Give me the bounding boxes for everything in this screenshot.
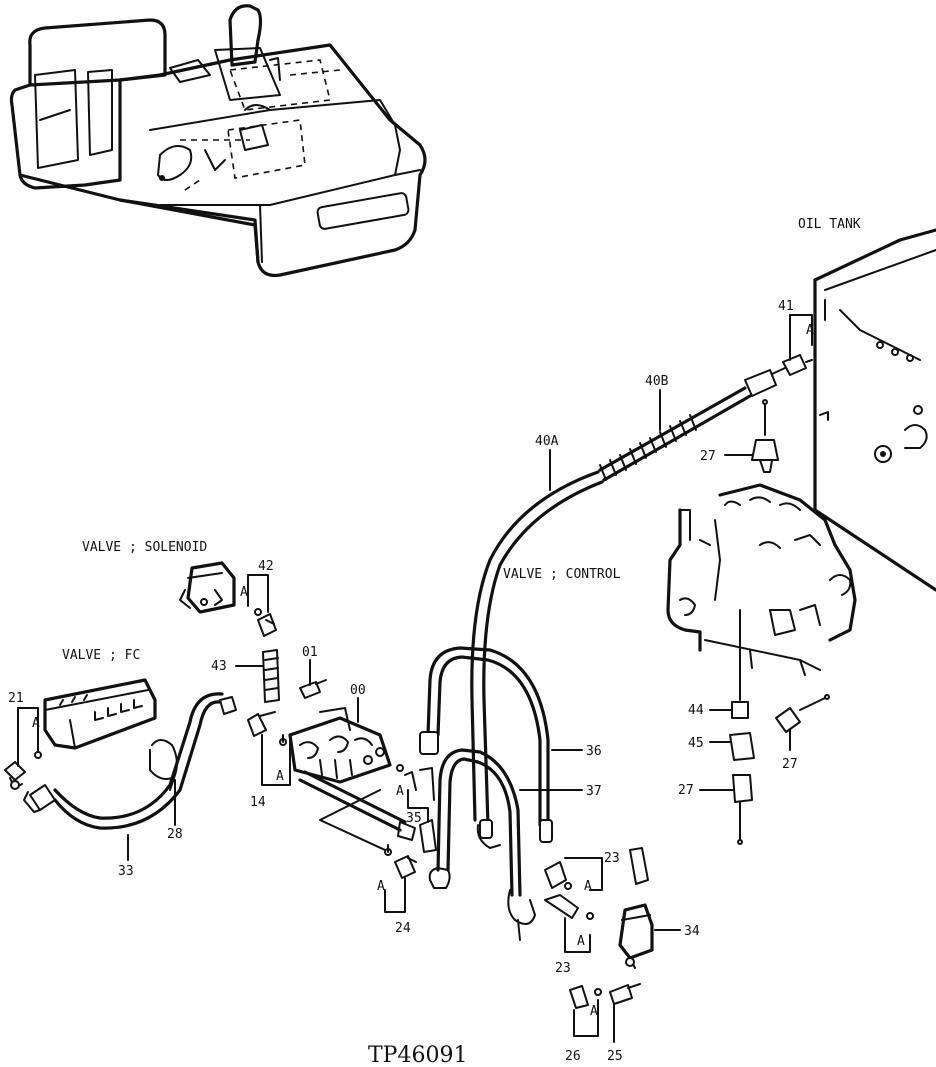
callout-42: 42: [258, 559, 274, 574]
sensor-stack: [729, 399, 830, 845]
label-valve-solenoid: VALVE ; SOLENOID: [82, 540, 207, 555]
items-42-43: [254, 608, 280, 703]
leader-lines: [17, 314, 813, 1043]
manifold-00: [247, 679, 392, 784]
callout-14: 14: [250, 795, 266, 810]
callout-25: 25: [607, 1049, 623, 1064]
connection-mark-a: A: [590, 1004, 598, 1019]
callout-33: 33: [118, 864, 134, 879]
hose-40a-40b: [470, 354, 813, 827]
connection-marks: A A A A A A A A A A: [32, 323, 814, 1019]
connection-mark-a: A: [276, 769, 284, 784]
callout-21: 21: [8, 691, 24, 706]
item-24: [384, 844, 417, 879]
callout-24: 24: [395, 921, 411, 936]
connection-mark-a: A: [806, 323, 814, 338]
callout-00: 00: [350, 683, 366, 698]
callout-35: 35: [406, 811, 422, 826]
excavator-overview: [9, 4, 427, 278]
valve-control: [666, 483, 857, 676]
callout-28: 28: [167, 827, 183, 842]
callout-27-top: 27: [700, 449, 716, 464]
connection-mark-a: A: [32, 716, 40, 731]
callout-45: 45: [688, 736, 704, 751]
label-valve-control: VALVE ; CONTROL: [503, 567, 621, 582]
callout-23-top: 23: [604, 851, 620, 866]
callout-43: 43: [211, 659, 227, 674]
connection-mark-a: A: [240, 585, 248, 600]
valve-solenoid: [179, 561, 236, 614]
callout-27-right: 27: [782, 757, 798, 772]
callout-37: 37: [586, 784, 602, 799]
callout-36: 36: [586, 744, 602, 759]
connection-mark-a: A: [396, 784, 404, 799]
label-oil-tank: OIL TANK: [798, 217, 861, 232]
reference-code: TP46091: [368, 1043, 467, 1067]
hose-33: [23, 692, 237, 830]
valve-fc: [43, 678, 157, 750]
oil-tank: [813, 228, 936, 592]
callout-34: 34: [684, 924, 700, 939]
callout-26: 26: [565, 1049, 581, 1064]
connection-mark-a: A: [577, 934, 585, 949]
callout-41: 41: [778, 299, 794, 314]
callout-40a: 40A: [535, 434, 559, 449]
callout-44: 44: [688, 703, 704, 718]
callout-01: 01: [302, 645, 318, 660]
lower-right-assembly: [544, 847, 654, 1009]
label-valve-fc: VALVE ; FC: [62, 648, 140, 663]
callout-23-lower: 23: [555, 961, 571, 976]
item-21-fittings: [4, 739, 42, 790]
callout-40b: 40B: [645, 374, 669, 389]
callout-numbers: 41 40B 40A 27 42 43 01 00 21 14 28 33 35…: [8, 299, 798, 1064]
hoses-36-37: [419, 646, 553, 941]
callout-27-lower: 27: [678, 783, 694, 798]
connection-mark-a: A: [584, 879, 592, 894]
connection-mark-a: A: [377, 879, 385, 894]
text-labels: OIL TANK VALVE ; SOLENOID VALVE ; FC VAL…: [62, 217, 861, 1067]
